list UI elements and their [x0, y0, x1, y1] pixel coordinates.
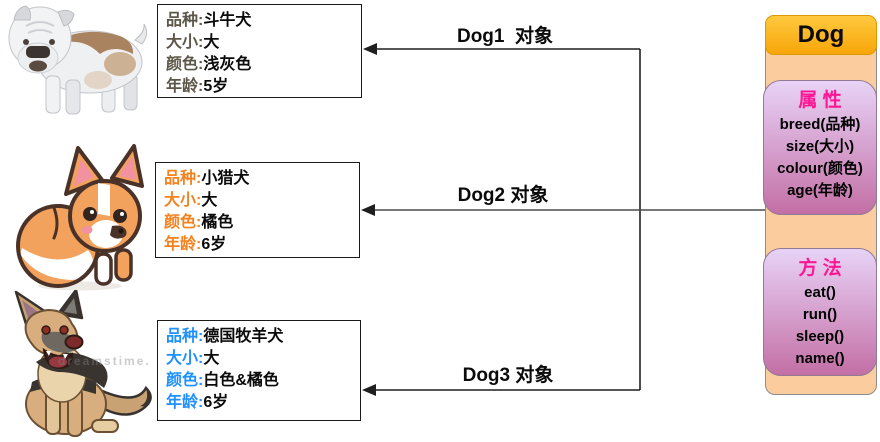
field-colon: : [198, 78, 204, 95]
attribute-item: age(年龄) [787, 182, 853, 199]
field-colon: : [196, 236, 202, 253]
arrowhead-icon-dog3 [362, 384, 376, 396]
field-label: 颜色 [166, 56, 199, 73]
field-value: 6岁 [201, 236, 227, 253]
object-box-dog3: 品种:德国牧羊犬 大小:大 颜色:白色&橘色 年龄:6岁 [157, 320, 361, 421]
field-value: 5岁 [203, 78, 229, 95]
arrow-label-dog3: Dog3 对象 [462, 365, 554, 386]
class-title: Dog [765, 15, 877, 55]
corgi-puppy-image [16, 144, 144, 291]
field-colon: : [198, 328, 204, 345]
field-value: 大 [203, 34, 220, 51]
field-row: 大小:大 [166, 348, 360, 370]
field-value: 德国牧羊犬 [203, 328, 284, 345]
attributes-box: 属 性 breed(品种) size(大小) colour(颜色) age(年龄… [763, 80, 877, 215]
arrow-label-dog1: Dog1 对象 [456, 26, 554, 47]
attributes-title: 属 性 [798, 90, 842, 111]
field-label: 大小 [166, 350, 199, 367]
field-value: 浅灰色 [203, 56, 252, 73]
method-item: run() [802, 306, 838, 323]
field-row: 年龄:6岁 [166, 392, 360, 414]
field-label: 大小 [164, 192, 197, 209]
field-row: 年龄:6岁 [164, 234, 359, 256]
watermark-text: dreamstime. [58, 354, 151, 368]
field-row: 大小:大 [166, 32, 361, 54]
field-value: 斗牛犬 [203, 12, 252, 29]
german-shepherd-image [14, 290, 152, 437]
field-colon: : [198, 372, 204, 389]
field-row: 大小:大 [164, 190, 359, 212]
field-value: 大 [201, 192, 218, 209]
methods-title: 方 法 [798, 258, 842, 279]
methods-box: 方 法 eat() run() sleep() name() [763, 248, 877, 376]
field-colon: : [198, 394, 204, 411]
arrowhead-icon-dog2 [361, 204, 375, 216]
attribute-item: breed(品种) [779, 116, 861, 133]
bulldog-image [8, 5, 148, 115]
field-label: 品种 [166, 12, 199, 29]
method-item: name() [795, 350, 845, 367]
field-colon: : [196, 192, 202, 209]
object-box-dog1: 品种:斗牛犬 大小:大 颜色:浅灰色 年龄:5岁 [157, 4, 362, 98]
field-row: 颜色:橘色 [164, 212, 359, 234]
arrow-label-dog2: Dog2 对象 [457, 185, 549, 206]
object-box-dog2: 品种:小猎犬 大小:大 颜色:橘色 年龄:6岁 [155, 162, 360, 258]
field-row: 颜色:白色&橘色 [166, 370, 360, 392]
field-colon: : [198, 56, 204, 73]
arrowhead-icon-dog1 [363, 43, 377, 55]
field-value: 大 [203, 350, 220, 367]
field-label: 颜色 [166, 372, 199, 389]
field-label: 品种 [164, 170, 197, 187]
field-value: 6岁 [203, 394, 229, 411]
attribute-item: size(大小) [785, 138, 855, 155]
field-label: 颜色 [164, 214, 197, 231]
field-value: 白色&橘色 [203, 372, 279, 389]
method-item: sleep() [795, 328, 845, 345]
field-label: 年龄 [166, 78, 199, 95]
field-colon: : [196, 214, 202, 231]
field-colon: : [198, 34, 204, 51]
field-colon: : [198, 350, 204, 367]
field-row: 品种:小猎犬 [164, 168, 359, 190]
attribute-item: colour(颜色) [777, 160, 863, 177]
field-label: 年龄 [164, 236, 197, 253]
field-colon: : [196, 170, 202, 187]
method-item: eat() [804, 284, 836, 301]
field-value: 橘色 [201, 214, 234, 231]
field-row: 品种:德国牧羊犬 [166, 326, 360, 348]
field-row: 年龄:5岁 [166, 76, 361, 98]
field-label: 品种 [166, 328, 199, 345]
field-label: 年龄 [166, 394, 199, 411]
field-colon: : [198, 12, 204, 29]
field-row: 颜色:浅灰色 [166, 54, 361, 76]
field-label: 大小 [166, 34, 199, 51]
field-value: 小猎犬 [201, 170, 250, 187]
field-row: 品种:斗牛犬 [166, 10, 361, 32]
